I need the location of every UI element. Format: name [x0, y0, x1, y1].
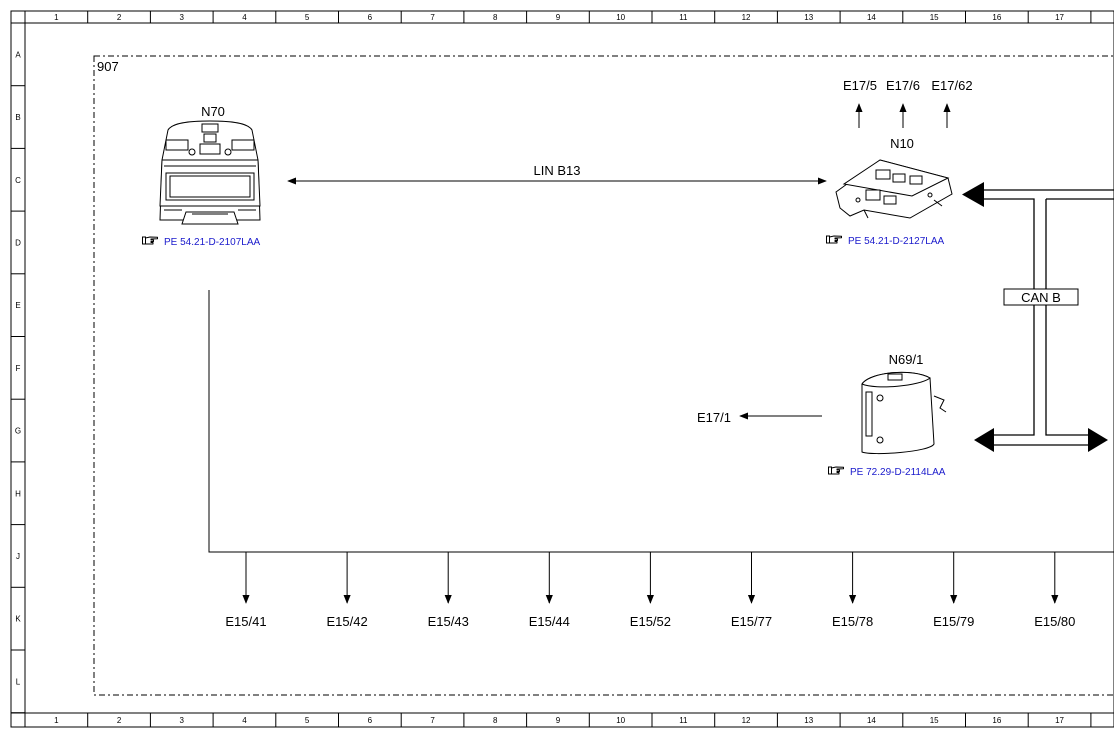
n70-component [159, 120, 261, 225]
signal-e17-1-label: E17/1 [697, 410, 731, 425]
frame-col-label-bottom: 13 [804, 716, 813, 725]
n10-ref-link[interactable]: PE 54.21-D-2127LAA [826, 235, 945, 247]
frame-col-label-top: 12 [742, 13, 751, 22]
signal-top-label: E17/6 [886, 78, 920, 93]
pointing-hand-icon [142, 236, 158, 245]
signal-bottom-label: E15/41 [225, 614, 266, 629]
signal-bottom-label: E15/78 [832, 614, 873, 629]
pointing-hand-icon [826, 235, 842, 244]
signal-bottom-label: E15/80 [1034, 614, 1075, 629]
frame-col-label-bottom: 16 [992, 716, 1001, 725]
frame-row-label: L [16, 677, 21, 686]
frame-col-label-bottom: 15 [930, 716, 939, 725]
frame-col-label-bottom: 8 [493, 716, 498, 725]
signal-bottom-label: E15/42 [326, 614, 367, 629]
frame-col-label-top: 5 [305, 13, 310, 22]
lin-bus-label: LIN B13 [534, 163, 581, 178]
signal-bottom-label: E15/77 [731, 614, 772, 629]
frame-col-label-bottom: 7 [430, 716, 435, 725]
n10-label: N10 [890, 136, 914, 151]
frame-row-label: F [16, 364, 21, 373]
n70-ref[interactable]: PE 54.21-D-2107LAA [164, 237, 261, 248]
frame-col-label-top: 16 [992, 13, 1001, 22]
frame-col-label-bottom: 17 [1055, 716, 1064, 725]
frame-row-label: D [15, 238, 21, 247]
frame-col-label-top: 9 [556, 13, 561, 22]
frame-col-label-bottom: 3 [180, 716, 185, 725]
frame-col-label-bottom: 12 [742, 716, 751, 725]
frame-col-label-top: 1 [54, 13, 59, 22]
n10-ref[interactable]: PE 54.21-D-2127LAA [848, 236, 945, 247]
area-label: 907 [97, 59, 119, 74]
frame-col-label-top: 8 [493, 13, 498, 22]
frame-col-label-top: 13 [804, 13, 813, 22]
frame-col-label-top: 11 [679, 13, 688, 22]
frame-row-label: G [15, 427, 21, 436]
frame-col-label-top: 10 [616, 13, 625, 22]
frame-col-label-bottom: 5 [305, 716, 310, 725]
frame-col-label-top: 4 [242, 13, 247, 22]
signal-bottom-label: E15/43 [428, 614, 469, 629]
frame-col-label-bottom: 10 [616, 716, 625, 725]
drawing-frame [10, 10, 1114, 728]
can-bus-label: CAN B [1021, 290, 1061, 305]
area-boundary [93, 55, 1114, 696]
frame-col-label-bottom: 11 [679, 716, 688, 725]
frame-col-label-top: 3 [180, 13, 185, 22]
can-bus [962, 182, 1114, 452]
frame-col-label-bottom: 14 [867, 716, 876, 725]
frame-row-label: A [15, 50, 21, 59]
frame-col-label-top: 2 [117, 13, 122, 22]
frame-col-label-bottom: 2 [117, 716, 122, 725]
signal-bottom-label: E15/44 [529, 614, 570, 629]
lighting-harness-line [208, 290, 1114, 553]
n70-ref-link[interactable]: PE 54.21-D-2107LAA [142, 236, 261, 248]
signal-bottom-label: E15/79 [933, 614, 974, 629]
frame-row-label: C [15, 176, 21, 185]
n69-1-ref-link[interactable]: PE 72.29-D-2114LAA [828, 466, 946, 478]
frame-col-label-top: 7 [430, 13, 435, 22]
signal-bottom-label: E15/52 [630, 614, 671, 629]
frame-col-label-bottom: 9 [556, 716, 561, 725]
frame-col-label-bottom: 6 [368, 716, 373, 725]
frame-col-label-top: 6 [368, 13, 373, 22]
n69-1-component [861, 371, 947, 455]
frame-col-label-top: 17 [1055, 13, 1064, 22]
frame-row-label: J [16, 552, 20, 561]
frame-row-label: E [15, 301, 20, 310]
frame-col-label-bottom: 4 [242, 716, 247, 725]
pointing-hand-icon [828, 466, 844, 475]
signal-top-label: E17/62 [931, 78, 972, 93]
frame-col-label-top: 15 [930, 13, 939, 22]
n10-component [835, 159, 953, 219]
frame-row-label: K [15, 615, 21, 624]
can-bus-label-box [1003, 288, 1079, 306]
n69-1-ref[interactable]: PE 72.29-D-2114LAA [850, 467, 946, 478]
frame-row-label: B [15, 113, 20, 122]
n70-label: N70 [201, 104, 225, 119]
n69-1-label: N69/1 [889, 352, 924, 367]
frame-row-label: H [15, 489, 21, 498]
frame-col-label-top: 14 [867, 13, 876, 22]
signal-top-label: E17/5 [843, 78, 877, 93]
frame-col-label-bottom: 1 [54, 716, 59, 725]
